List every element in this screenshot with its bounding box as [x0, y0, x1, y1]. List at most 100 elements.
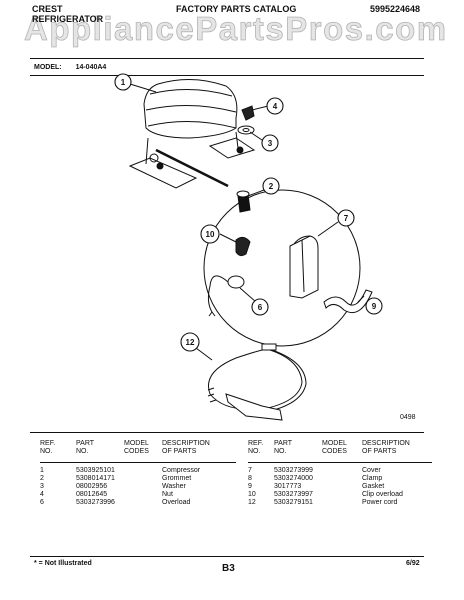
catalog-date: 6/92 [406, 560, 420, 567]
callout-3: 3 [261, 134, 279, 152]
part-cell: 5303925101 [76, 467, 115, 474]
catalog-number: 5995224648 [369, 4, 420, 14]
model-line: MODEL: 14-040A4 [34, 64, 118, 71]
desc-cell: Compressor [162, 467, 201, 474]
power-cord-illustration [207, 343, 307, 421]
callout-4: 4 [266, 97, 284, 115]
desc-cell: Grommet [162, 475, 192, 482]
table-top-rule [30, 432, 424, 433]
model-cell [124, 491, 162, 499]
ref-cell: 12 [248, 499, 256, 506]
ref-cell: 1 [40, 467, 44, 474]
part-cell: 5303273997 [274, 491, 313, 498]
ref-cell: 3 [40, 483, 44, 490]
model-cell [322, 475, 362, 483]
model-cell [124, 483, 162, 491]
callout-2: 2 [262, 177, 280, 195]
desc-cell: Washer [162, 483, 186, 490]
callout-9: 9 [365, 297, 383, 315]
svg-text:1: 1 [121, 78, 126, 87]
header-ref: REF.NO. [40, 440, 56, 455]
callout-12: 12 [180, 332, 200, 352]
grommet-illustration [236, 190, 251, 213]
model-value: 14-040A4 [75, 64, 107, 71]
header-ref: REF.NO. [248, 440, 264, 455]
desc-cell: Overload [162, 499, 191, 506]
brand-block: CREST REFRIGERATOR [32, 4, 103, 24]
model-cell [124, 467, 162, 475]
ref-cell: 10 [248, 491, 256, 498]
diagram-code: 0498 [400, 414, 416, 421]
desc-cell: Clip overload [362, 491, 403, 498]
callout-7: 7 [337, 209, 355, 227]
header-rule [30, 58, 424, 59]
model-cell [124, 499, 162, 507]
detail-circle [203, 189, 361, 347]
part-cell: 08012645 [76, 491, 108, 498]
ref-cell: 6 [40, 499, 44, 506]
svg-text:9: 9 [372, 302, 377, 311]
table-row: 10 5303273997 Clip overload [248, 491, 432, 499]
desc-cell: Power cord [362, 499, 398, 506]
svg-text:12: 12 [186, 338, 195, 347]
cover-illustration [289, 235, 319, 299]
model-cell [322, 483, 362, 491]
callout-6: 6 [251, 298, 269, 316]
ref-cell: 8 [248, 475, 252, 482]
nut-illustration [241, 105, 255, 121]
part-cell: 5303274000 [274, 475, 313, 482]
svg-text:4: 4 [273, 102, 278, 111]
table-row: 12 5303279151 Power cord [248, 499, 432, 507]
parts-diagram: 1 4 3 2 7 10 6 9 12 [114, 73, 383, 421]
model-cell [124, 475, 162, 483]
svg-text:3: 3 [268, 139, 273, 148]
brand-name: CREST [32, 4, 63, 14]
part-cell: 5303273999 [274, 467, 313, 474]
model-rule [30, 75, 424, 76]
ref-cell: 7 [248, 467, 252, 474]
table-row: 6 5303273996 Overload [40, 499, 236, 507]
ref-cell: 9 [248, 483, 252, 490]
svg-text:10: 10 [206, 230, 215, 239]
page-number: B3 [222, 563, 235, 574]
table-row: 1 5303925101 Compressor [40, 467, 236, 475]
compressor-illustration [128, 78, 256, 189]
part-cell: 5308014171 [76, 475, 115, 482]
clamp-illustration [323, 289, 373, 314]
svg-text:6: 6 [258, 303, 263, 312]
part-cell: 5303279151 [274, 499, 313, 506]
washer-illustration [237, 125, 255, 135]
desc-cell: Cover [362, 467, 381, 474]
desc-cell: Nut [162, 491, 173, 498]
part-cell: 08002956 [76, 483, 108, 490]
not-illustrated-note: * = Not Illustrated [34, 560, 92, 567]
clip-overload-illustration [235, 236, 251, 257]
svg-text:2: 2 [269, 182, 274, 191]
ref-cell: 4 [40, 491, 44, 498]
table-row: 2 5308014171 Grommet [40, 475, 236, 483]
part-cell: 3017773 [274, 483, 302, 490]
svg-text:7: 7 [344, 214, 349, 223]
model-cell [322, 499, 362, 507]
part-cell: 5303273996 [76, 499, 115, 506]
overload-illustration [207, 275, 245, 317]
footer-rule [30, 556, 424, 557]
model-cell [322, 491, 362, 499]
table-row: 3 08002956 Washer [40, 483, 236, 491]
watermark: AppliancePartsPros.com [24, 10, 448, 48]
model-cell [322, 467, 362, 475]
catalog-title: FACTORY PARTS CATALOG [176, 4, 297, 14]
brand-subtitle: REFRIGERATOR [32, 14, 104, 24]
ref-cell: 2 [40, 475, 44, 482]
